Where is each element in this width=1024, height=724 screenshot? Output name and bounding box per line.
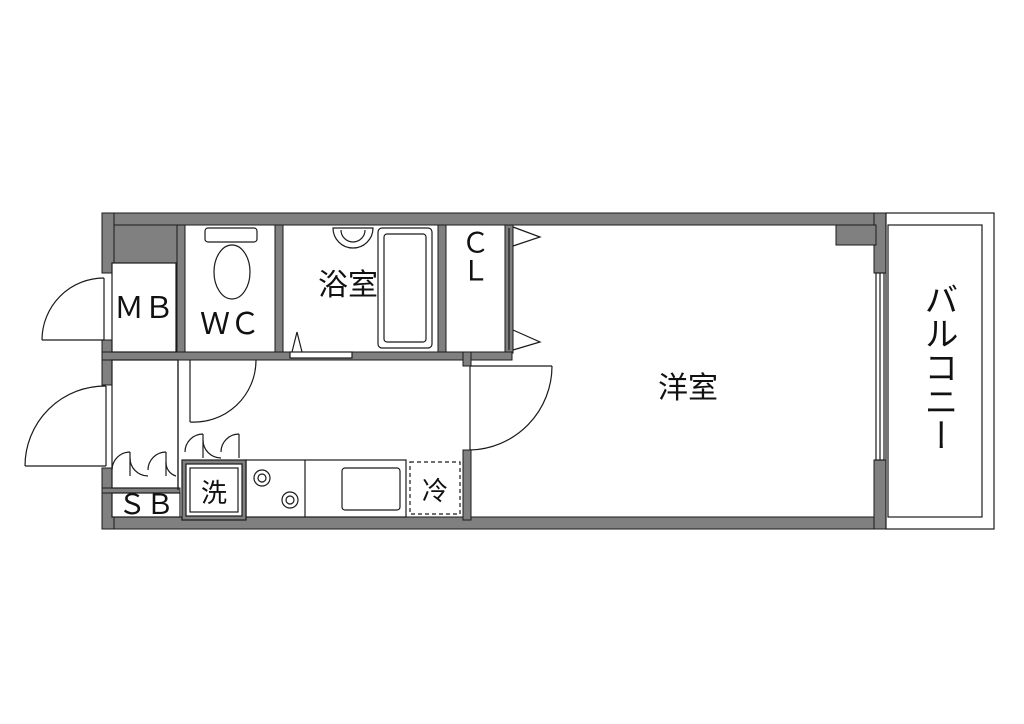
fridge-space (409, 461, 461, 515)
label-fridge: 冷 (422, 477, 448, 507)
label-washer: 洗 (201, 479, 227, 509)
doors (24, 277, 553, 477)
label-western-room: 洋室 (658, 371, 718, 406)
toilet-bowl (213, 244, 251, 300)
balcony-outline (885, 212, 995, 530)
kitchen-sink (341, 467, 401, 511)
bath-sink (332, 227, 374, 249)
label-shoe-box: ＳＢ (118, 488, 174, 521)
label-closet: ＣＬ (458, 228, 491, 284)
label-wc: ＷＣ (200, 307, 260, 342)
burner-icon (281, 491, 299, 509)
burner-icon (253, 469, 271, 487)
label-mb: ＭＢ (114, 291, 174, 326)
label-balcony: バルコニー (918, 282, 958, 452)
kitchen-counter (245, 459, 407, 518)
label-bath: 浴室 (318, 268, 378, 303)
fixtures (111, 212, 995, 530)
toilet-tank (204, 227, 258, 243)
